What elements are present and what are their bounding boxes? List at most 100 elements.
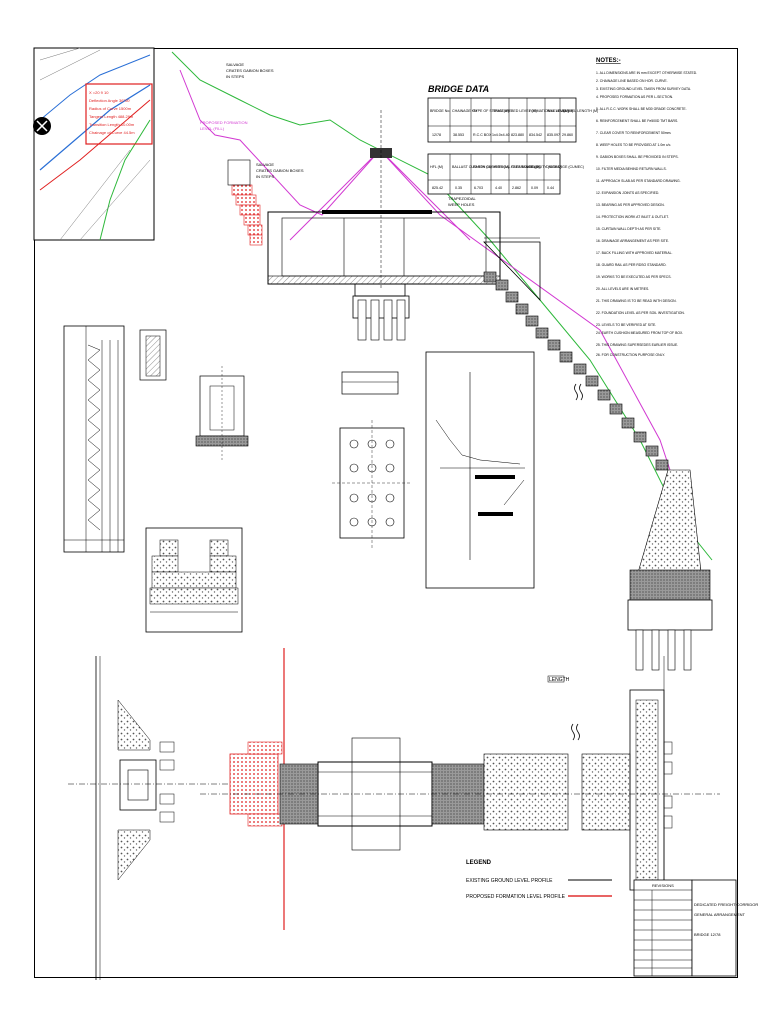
- t2-h5: VELOCITY (M/SEC): [529, 165, 561, 169]
- title-block-project: GENERAL ARRANGEMENT: [694, 912, 746, 917]
- note-23: 23. LEVELS TO BE VERIFIED AT SITE.: [596, 323, 656, 327]
- notes-title: NOTES:-: [596, 58, 621, 64]
- tag-salvage-2a: SALVAGE: [256, 162, 274, 167]
- note-3: 3. EXISTING GROUND LEVEL TAKEN FROM SURV…: [596, 87, 691, 91]
- t2-h3: VERTICAL CLEARANCE (M): [493, 165, 540, 169]
- t2-v4: 2.862: [512, 186, 521, 190]
- note-14: 14. PROTECTION WORK AT INLET & OUTLET.: [596, 215, 669, 219]
- t1-h3: SPAN (M): [493, 109, 509, 113]
- t2-h0: HFL (M): [430, 165, 443, 169]
- curve-line-2: Deflection Angle 36°00': [89, 98, 131, 103]
- note-15: 15. CURTAIN WALL DEPTH AS PER SITE.: [596, 227, 661, 231]
- bridge-table-1: BRIDGE No. CHAINAGE KM TYPE OF STRUCTURE…: [427, 97, 598, 143]
- red-gabion-apron: [229, 753, 279, 815]
- title-block-header: REVISIONS: [652, 883, 674, 888]
- t1-h4: BED LEVEL (M): [511, 109, 537, 113]
- plan-view: LENGTH: [68, 648, 720, 980]
- tag-salvage-2c: IN STEPS: [256, 174, 275, 179]
- title-block-drawing-title: BRIDGE 12/78: [694, 932, 721, 937]
- notes-panel: NOTES:- 1. ALL DIMENSIONS ARE IN mm EXCE…: [596, 58, 697, 357]
- curve-line-1: X =20 9 10: [89, 90, 109, 95]
- curve-data-box: [85, 83, 153, 145]
- note-7: 7. CLEAR COVER TO REINFORCEMENT 50mm.: [596, 131, 671, 135]
- legend-title: LEGEND: [466, 860, 492, 866]
- t2-h6: DISCHARGE (CUMEC): [546, 165, 584, 169]
- gabion-cross-section: [145, 527, 243, 633]
- length-label: LENGTH: [549, 677, 570, 683]
- pile-group: [352, 295, 410, 341]
- note-16: 16. DRAINAGE ARRANGEMENT AS PER SITE.: [596, 239, 669, 243]
- t1-h0: BRIDGE No.: [430, 109, 450, 113]
- t1-h1: CHAINAGE KM: [452, 109, 477, 113]
- right-foundation: [627, 469, 713, 671]
- note-9: 9. GABION BOXES SHALL BE PROVIDED IN STE…: [596, 155, 679, 159]
- t1-v3: 1x4.0x4.40: [492, 133, 510, 137]
- t2-v0: 825.42: [432, 186, 443, 190]
- tag-salvage-1c: IN STEPS: [226, 74, 245, 79]
- note-2: 2. CHAINAGE LINE BASED ON HOR. CURVE.: [596, 79, 668, 83]
- note-11: 11. APPROACH SLAB AS PER STANDARD DRAWIN…: [596, 179, 681, 183]
- bridge-data-title: BRIDGE DATA: [428, 84, 489, 94]
- t1-v4: 823.880: [511, 133, 524, 137]
- tag-weep-a: TRAPEZOIDAL: [448, 196, 477, 201]
- title-block-client: DEDICATED FREIGHT CORRIDOR: [694, 902, 758, 907]
- t1-v6: 835.097: [547, 133, 560, 137]
- bridge-data: BRIDGE DATA BRIDGE No. CHAINAGE KM TYPE …: [427, 84, 598, 195]
- tag-formation-b: LEVEL (FILL): [200, 126, 225, 131]
- legend-item-1-label: EXISTING GROUND LEVEL PROFILE: [466, 878, 553, 884]
- bridge-table-2: HFL (M) BALLAST CUSHION (M) EARTH CUSHIO…: [427, 153, 584, 195]
- note-19: 19. WORKS TO BE EXECUTED AS PER SPECS.: [596, 275, 671, 279]
- t1-h7: BARREL LENGTH (M): [562, 109, 598, 113]
- note-8: 8. WEEP HOLES TO BE PROVIDED AT 1.0m c/c…: [596, 143, 671, 147]
- t2-v5: 0.09: [531, 186, 538, 190]
- note-24: 24. EARTH CUSHION MEASURED FROM TOP OF B…: [596, 331, 683, 335]
- note-26: 26. FOR CONSTRUCTION PURPOSE ONLY.: [596, 353, 665, 357]
- note-22: 22. FOUNDATION LEVEL AS PER SOIL INVESTI…: [596, 311, 685, 315]
- wall-section-detail: [139, 329, 249, 462]
- t2-v3: 4.40: [495, 186, 502, 190]
- t1-h2: TYPE OF STRUCTURE: [473, 109, 512, 113]
- t2-v1: 0.35: [455, 186, 462, 190]
- note-1: 1. ALL DIMENSIONS ARE IN mm EXCEPT OTHER…: [596, 71, 697, 75]
- note-18: 18. GUARD RAIL AS PER RDSO STANDARD.: [596, 263, 667, 267]
- t2-v6: 0.44: [547, 186, 554, 190]
- note-12: 12. EXPANSION JOINTS AS SPECIFIED.: [596, 191, 659, 195]
- curve-line-5: Transition Length 10.00m: [89, 122, 135, 127]
- key-plan: X =20 9 10 Deflection Angle 36°00' Radiu…: [33, 47, 155, 241]
- reinforcement-detail-table: [63, 325, 125, 553]
- tag-formation-a: PROPOSED FORMATION: [200, 120, 248, 125]
- soil-profile-chart: [425, 351, 535, 589]
- tag-weep-b: WEEP HOLES: [448, 202, 475, 207]
- title-block: REVISIONS DEDICATED FREIGHT CORRIDOR GEN…: [633, 879, 758, 977]
- note-5: 5. ALL R.C.C. WORK SHALL BE M30 GRADE CO…: [596, 107, 687, 111]
- gabion-steps-left: [227, 159, 263, 246]
- note-6: 6. REINFORCEMENT SHALL BE Fe500D TMT BAR…: [596, 119, 678, 123]
- t1-v1: 38.553: [453, 133, 464, 137]
- t1-h5: FORMATION LEVEL (M): [529, 109, 569, 113]
- t1-h6: RAIL LEVEL (M): [547, 109, 573, 113]
- legend-item-2-label: PROPOSED FORMATION LEVEL PROFILE: [466, 894, 566, 900]
- gabion-steps-right: [483, 271, 669, 471]
- t1-v7: 29.860: [562, 133, 573, 137]
- note-21: 21. THIS DRAWING IS TO BE READ WITH DESI…: [596, 299, 677, 303]
- tag-salvage-1b: CRATES GABION BOXES: [226, 68, 274, 73]
- longitudinal-section: SALVAGE CRATES GABION BOXES IN STEPS SAL…: [171, 51, 713, 671]
- note-13: 13. BEARING AS PER APPROVED DESIGN.: [596, 203, 665, 207]
- legend: LEGEND EXISTING GROUND LEVEL PROFILE PRO…: [466, 860, 612, 900]
- curve-line-4: Tangent Length 488.29m: [89, 114, 134, 119]
- t2-h2: EARTH CUSHION (M): [473, 165, 509, 169]
- note-4: 4. PROPOSED FORMATION AS PER L-SECTION.: [596, 95, 673, 99]
- t1-v2: R.C.C BOX: [473, 133, 492, 137]
- box-culvert-section: [267, 210, 501, 297]
- t2-h4: FREE BOARD (M): [511, 165, 541, 169]
- t1-v5: 834.542: [529, 133, 542, 137]
- note-20: 20. ALL LEVELS ARE IN METRES.: [596, 287, 649, 291]
- note-25: 25. THIS DRAWING SUPERSEDES EARLIER ISSU…: [596, 343, 678, 347]
- tag-salvage-2b: CRATES GABION BOXES: [256, 168, 304, 173]
- curve-line-6: Chainage of Curve 44.5m: [89, 130, 135, 135]
- pile-cap-section: [341, 371, 399, 395]
- pile-layout-plan: [332, 420, 412, 548]
- t1-v0: 12/78: [432, 133, 441, 137]
- note-17: 17. BACK FILLING WITH APPROVED MATERIAL.: [596, 251, 672, 255]
